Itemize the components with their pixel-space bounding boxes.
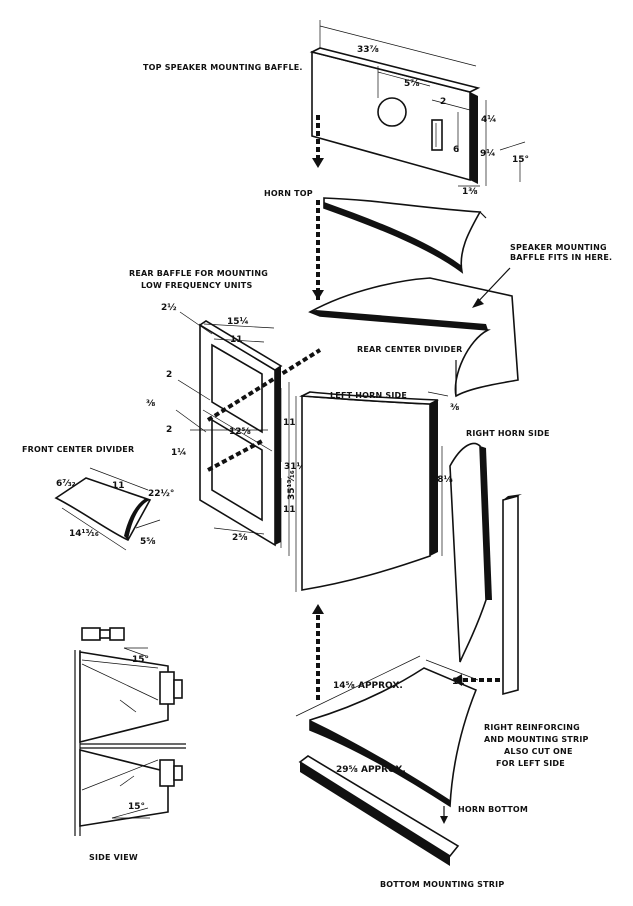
label-rear-baffle-2: LOW FREQUENCY UNITS bbox=[141, 281, 252, 290]
dim-bottom-back: 29⅝ APPROX. bbox=[336, 765, 406, 775]
arrowhead-speaker-mounting bbox=[472, 298, 484, 308]
dim-bottom-front: 14⅝ APPROX. bbox=[333, 681, 403, 691]
right-horn-side-part bbox=[441, 442, 492, 663]
label-horn-top: HORN TOP bbox=[264, 189, 313, 198]
dim-side-angle-top: 15° bbox=[132, 655, 149, 665]
pointer-speaker-mounting bbox=[473, 267, 511, 307]
dim-top-slot-offset: 2 bbox=[440, 97, 446, 107]
dim-top-hole-offset: 5⅞ bbox=[404, 79, 420, 89]
left-horn-side-part bbox=[295, 391, 449, 592]
arrow-rear-baffle-upper bbox=[206, 348, 322, 422]
dim-left-side-height: 35¹³⁄₁₆ bbox=[287, 470, 297, 500]
label-left-horn-side: LEFT HORN SIDE bbox=[330, 391, 407, 400]
label-right-horn-side: RIGHT HORN SIDE bbox=[466, 429, 550, 438]
dim-rear-total-height: 31½ bbox=[284, 461, 306, 472]
dim-front-bottom: 14¹³⁄₁₆ bbox=[69, 529, 99, 539]
horn-bottom-part bbox=[295, 655, 479, 808]
dim-rear-lower-height: 11 bbox=[283, 505, 296, 515]
label-speaker-mounting-1: SPEAKER MOUNTING bbox=[510, 243, 607, 252]
label-front-center-divider: FRONT CENTER DIVIDER bbox=[22, 445, 134, 454]
dim-top-bottom-offset: 1⅜ bbox=[462, 187, 478, 197]
dim-top-width: 33⅞ bbox=[357, 45, 379, 55]
arrowhead-top-baffle bbox=[312, 158, 324, 168]
dim-rear-mid: 12⅝ bbox=[229, 427, 251, 437]
arrowhead-bottom-up bbox=[312, 604, 324, 614]
dim-front-angle: 22½° bbox=[148, 488, 174, 499]
label-right-strip-1: RIGHT REINFORCING bbox=[484, 723, 580, 732]
top-speaker-mounting-baffle bbox=[309, 20, 526, 187]
label-horn-bottom: HORN BOTTOM bbox=[458, 805, 528, 814]
dim-rear-left: 2½ bbox=[161, 302, 177, 313]
dim-rear-three-eighths: ⅜ bbox=[146, 399, 155, 409]
arrowhead-strip-left bbox=[452, 674, 462, 686]
dim-rear-left-2c: 2 bbox=[166, 425, 172, 435]
dim-rear-width: 15¼ bbox=[227, 316, 249, 327]
label-side-view: SIDE VIEW bbox=[89, 853, 138, 862]
right-reinforcing-strip-part bbox=[502, 494, 522, 696]
dim-rear-bottom: 2⅝ bbox=[232, 533, 248, 543]
horn-top-part bbox=[323, 197, 487, 274]
dim-top-slot-height: 6 bbox=[453, 145, 459, 155]
label-top-speaker-mounting-baffle: TOP SPEAKER MOUNTING BAFFLE. bbox=[143, 63, 303, 72]
side-view-drawing bbox=[74, 627, 186, 836]
bottom-mounting-strip-part bbox=[298, 755, 460, 866]
label-bottom-mounting-strip: BOTTOM MOUNTING STRIP bbox=[380, 880, 504, 889]
label-rear-baffle-1: REAR BAFFLE FOR MOUNTING bbox=[129, 269, 268, 278]
arrowhead-horn-bottom bbox=[440, 816, 448, 824]
dim-right-side-height: 28⅛ bbox=[431, 475, 453, 485]
dim-top-height: 9¼ bbox=[480, 148, 496, 159]
rear-center-divider-part bbox=[308, 277, 519, 398]
rear-baffle-part bbox=[175, 311, 290, 556]
dim-rear-upper-height: 11 bbox=[283, 418, 296, 428]
dim-front-right: 5⅝ bbox=[140, 537, 156, 547]
dim-front-width: 11 bbox=[112, 481, 125, 491]
dim-rear-inner-width: 11 bbox=[230, 335, 243, 345]
label-right-strip-2: AND MOUNTING STRIP bbox=[484, 735, 589, 744]
arrow-rear-baffle-lower bbox=[207, 438, 265, 472]
front-center-divider-part bbox=[54, 467, 161, 551]
dim-side-angle-bottom: 15° bbox=[128, 802, 145, 812]
label-speaker-mounting-2: BAFFLE FITS IN HERE. bbox=[510, 253, 612, 262]
label-rear-center-divider: REAR CENTER DIVIDER bbox=[357, 345, 463, 354]
arrowhead-horn-top bbox=[312, 290, 324, 300]
label-right-strip-3: ALSO CUT ONE bbox=[504, 747, 573, 756]
dim-top-right: 4¼ bbox=[481, 114, 497, 125]
dim-top-angle: 15° bbox=[512, 155, 529, 165]
label-right-strip-4: FOR LEFT SIDE bbox=[496, 759, 565, 768]
dim-rear-one-quarter: 1¼ bbox=[171, 447, 187, 458]
dim-front-left: 6⁷⁄₃₂ bbox=[56, 479, 76, 489]
dim-left-side-thickness: ⅜ bbox=[450, 403, 459, 413]
dim-rear-left-2b: 2 bbox=[166, 370, 172, 380]
